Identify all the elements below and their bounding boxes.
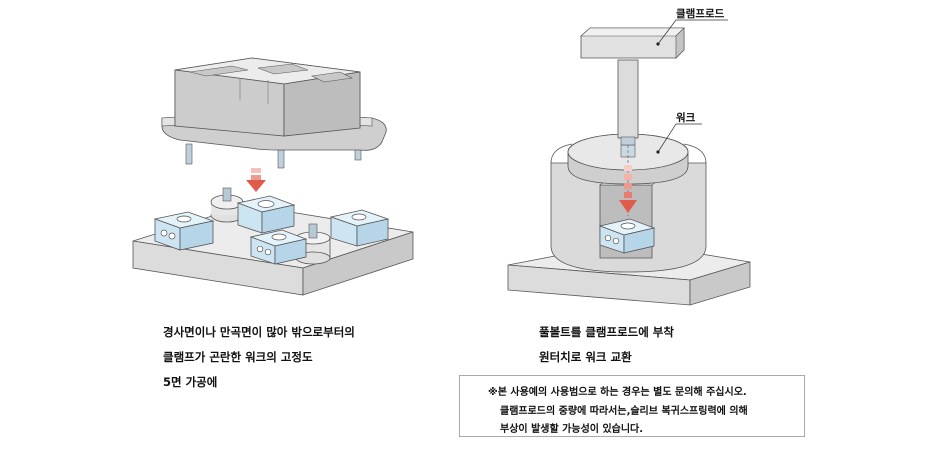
- left-clamp-block-4: [329, 209, 390, 247]
- clamp-rod-leader: [656, 19, 728, 46]
- right-clamp-block: [598, 218, 656, 254]
- left-caption-line-2: 클램프가 곤란한 워크의 고정도: [163, 350, 313, 364]
- left-caption-line-1: 경사면이나 만곡면이 많아 밖으로부터의: [163, 325, 355, 339]
- left-fixture-illustration: [132, 57, 414, 296]
- note-line-1: ※본 사용예의 사용범으로 하는 경우는 별도 문의해 주십시오.: [488, 387, 747, 398]
- right-caption-line-2: 원터치로 워크 교환: [539, 350, 632, 364]
- left-round-pin-1: [210, 187, 244, 223]
- left-caption-line-3: 5면 가공에: [163, 375, 218, 389]
- right-cylinder-fixture: [550, 133, 707, 273]
- right-fixture-illustration: [507, 19, 751, 306]
- note-line-2: 클램프로드의 중량에 따라서는,슬리브 복귀스프링력에 의해: [500, 406, 748, 417]
- clamp-rod-label: 클램프로드: [676, 8, 725, 20]
- work-label: 워크: [676, 112, 696, 124]
- caution-note-box: ※본 사용예의 사용범으로 하는 경우는 별도 문의해 주십시오. 클램프로드의…: [459, 375, 805, 437]
- note-line-3: 부상이 발생할 가능성이 있습니다.: [500, 424, 644, 435]
- clamp-rod: [580, 27, 685, 146]
- work-leader: [656, 123, 702, 154]
- left-clamp-block-2: [236, 195, 296, 234]
- right-down-arrow: [619, 140, 637, 216]
- left-clamp-block-1: [153, 211, 215, 251]
- left-down-arrow: [246, 168, 266, 192]
- left-workpiece: [161, 57, 387, 169]
- right-caption-line-1: 풀볼트를 클램프로드에 부착: [539, 325, 674, 339]
- left-clamp-block-3: [249, 229, 308, 265]
